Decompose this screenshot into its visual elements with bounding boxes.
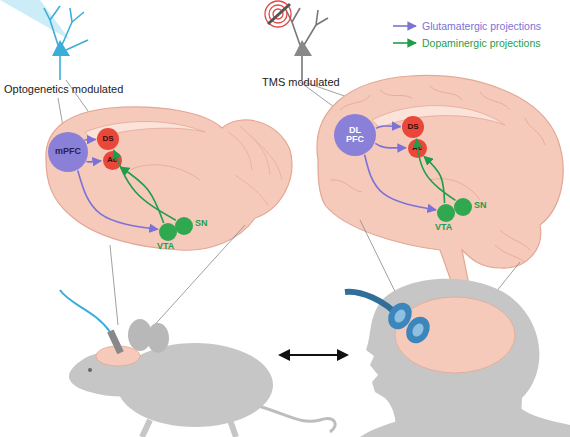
- brain-region-circle: DL PFC: [334, 114, 376, 156]
- caption-label: TMS modulated: [262, 76, 340, 88]
- mouse-brain: [46, 107, 292, 250]
- neuron-icon: [0, 0, 88, 80]
- region-name: DL PFC: [343, 126, 367, 145]
- legend-row: Dopaminergic projections: [392, 37, 540, 49]
- glutamatergic-projection: [85, 139, 96, 141]
- tms-neuron-icon: [265, 1, 328, 80]
- legend-text: Dopaminergic projections: [422, 37, 540, 49]
- brain-region-circle: SN: [454, 198, 472, 216]
- brain-region-circle: Ac: [103, 151, 122, 170]
- dopaminergic-projection: [416, 139, 455, 200]
- brain-region-circle: VTA: [159, 223, 177, 241]
- legend-row: Glutamatergic projections: [392, 20, 541, 32]
- region-name: DS: [398, 123, 428, 131]
- brain-region-circle: mPFC: [48, 132, 88, 172]
- human-brain: [317, 76, 563, 292]
- glutamatergic-projection: [365, 155, 436, 210]
- brain-region-circle: SN: [175, 217, 193, 235]
- region-name: mPFC: [44, 147, 92, 156]
- glutamatergic-projection: [78, 171, 158, 230]
- glutamatergic-projection: [376, 126, 401, 128]
- region-name: SN: [474, 201, 487, 210]
- brain-region-circle: DS: [402, 116, 424, 138]
- glutamatergic-projection: [375, 143, 406, 147]
- region-name: VTA: [157, 242, 174, 251]
- mouse-figure: [60, 290, 335, 437]
- legend-text: Glutamatergic projections: [422, 20, 541, 32]
- legend-arrow-sample: [392, 21, 418, 31]
- caption-label: Optogenetics modulated: [4, 83, 123, 95]
- dopaminergic-projection: [114, 150, 176, 220]
- brain-region-circle: Ac: [408, 139, 427, 158]
- light-beam: [0, 0, 70, 40]
- tms-coil: [345, 292, 435, 348]
- dopaminergic-projection: [120, 167, 163, 223]
- brain-region-circle: DS: [97, 128, 119, 150]
- comparison-arrow: [278, 349, 349, 361]
- region-name: SN: [195, 219, 208, 228]
- legend-arrow-sample: [392, 38, 418, 48]
- region-name: Ac: [99, 156, 126, 164]
- dopaminergic-projection: [424, 156, 445, 203]
- region-name: VTA: [435, 223, 452, 232]
- brain-region-circle: VTA: [437, 204, 455, 222]
- region-name: Ac: [404, 144, 431, 152]
- region-name: DS: [93, 135, 123, 143]
- glutamatergic-projection: [87, 160, 101, 163]
- human-figure: [345, 279, 570, 437]
